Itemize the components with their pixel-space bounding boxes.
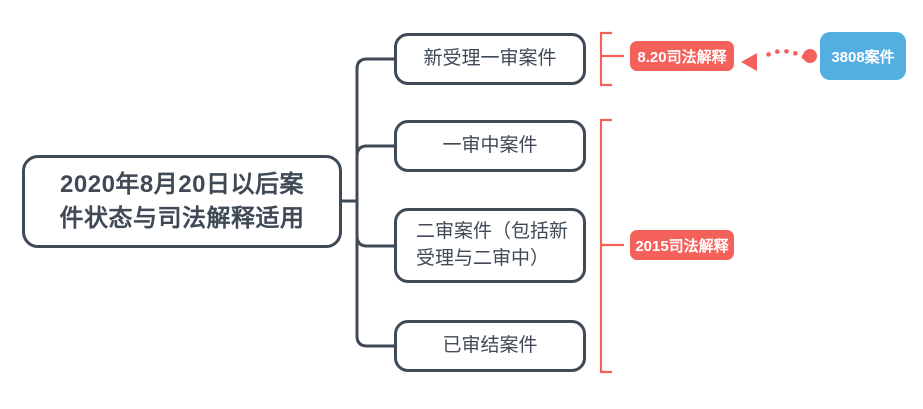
badge-820-interpretation[interactable]: 8.20司法解释 [630,41,734,71]
arrow-tail-dot [803,49,817,63]
root-node-label: 2020年8月20日以后案 件状态与司法解释适用 [59,171,305,232]
node-label: 二审案件（包括新 受理与二审中） [415,221,568,269]
arrow-head [741,53,757,71]
bracket-top [599,31,612,87]
badge-label: 3808案件 [831,48,895,66]
bracket-bottom [599,118,612,374]
badge-case-count-callout[interactable]: 3808案件 [820,32,906,80]
node-label: 新受理一审案件 [423,47,557,69]
badge-label: 8.20司法解释 [637,48,727,66]
node-in-first-instance[interactable]: 一审中案件 [394,120,586,172]
node-label: 一审中案件 [442,134,538,156]
connector-branch-3 [355,201,394,248]
node-new-first-instance[interactable]: 新受理一审案件 [394,33,586,85]
node-second-instance[interactable]: 二审案件（包括新 受理与二审中） [394,208,586,283]
badge-label: 2015司法解释 [635,237,729,255]
arrow-dotted-path [759,49,807,62]
connector-branch-4 [355,201,394,348]
badge-2015-interpretation[interactable]: 2015司法解释 [630,230,734,260]
node-concluded-cases[interactable]: 已审结案件 [394,320,586,372]
root-node[interactable]: 2020年8月20日以后案 件状态与司法解释适用 [22,155,342,248]
connector-branch-2 [355,144,394,201]
node-label: 已审结案件 [442,334,538,356]
connector-branch-1 [355,57,394,201]
callout-arrow [741,49,817,71]
